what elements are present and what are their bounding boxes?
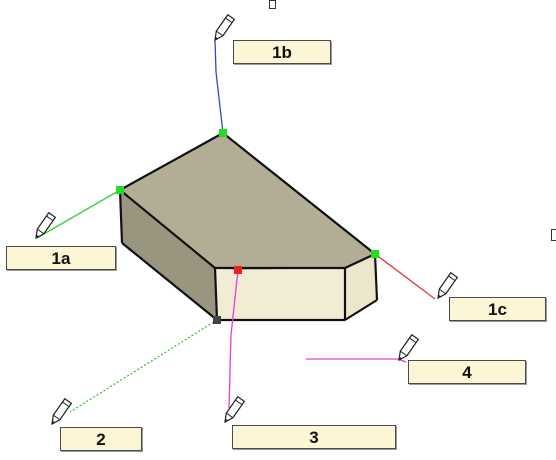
label-3: 3 xyxy=(232,425,396,449)
label-4-text: 4 xyxy=(462,362,472,382)
endpoint-marker-icon[interactable] xyxy=(219,129,227,137)
pencil-icon xyxy=(214,13,236,42)
blue-axis-line xyxy=(214,39,224,134)
pencil-icon xyxy=(224,395,246,424)
label-1b: 1b xyxy=(233,40,331,64)
front-face[interactable] xyxy=(215,268,345,320)
endpoint-marker-icon[interactable] xyxy=(371,250,379,258)
edge-marker-right xyxy=(551,229,556,241)
pencil-icon xyxy=(398,333,420,362)
green-axis-line xyxy=(36,189,121,239)
midpoint-marker-icon[interactable] xyxy=(234,266,242,274)
pencil-icon xyxy=(35,211,57,240)
endpoint-marker-icon[interactable] xyxy=(116,186,124,194)
label-1c-text: 1c xyxy=(488,299,507,319)
pencil-icon xyxy=(51,397,73,426)
magenta-axis-line-4 xyxy=(306,358,407,363)
magenta-axis-line-3 xyxy=(228,269,239,409)
label-1b-text: 1b xyxy=(272,42,292,62)
vertex-marker-icon[interactable] xyxy=(213,316,221,324)
dotted-inference-line xyxy=(69,319,218,413)
pencil-icon xyxy=(437,271,459,300)
label-2: 2 xyxy=(60,427,142,451)
label-4: 4 xyxy=(408,360,526,384)
left-face[interactable] xyxy=(120,190,217,320)
box-edges xyxy=(118,131,379,322)
label-1a: 1a xyxy=(6,246,116,270)
right-face[interactable] xyxy=(345,254,377,320)
label-1a-text: 1a xyxy=(51,248,71,268)
label-1c: 1c xyxy=(449,297,546,321)
label-2-text: 2 xyxy=(96,429,106,449)
top-face[interactable] xyxy=(120,133,375,270)
label-3-text: 3 xyxy=(309,427,319,447)
red-axis-line xyxy=(374,253,436,300)
edge-marker-top xyxy=(269,0,276,9)
